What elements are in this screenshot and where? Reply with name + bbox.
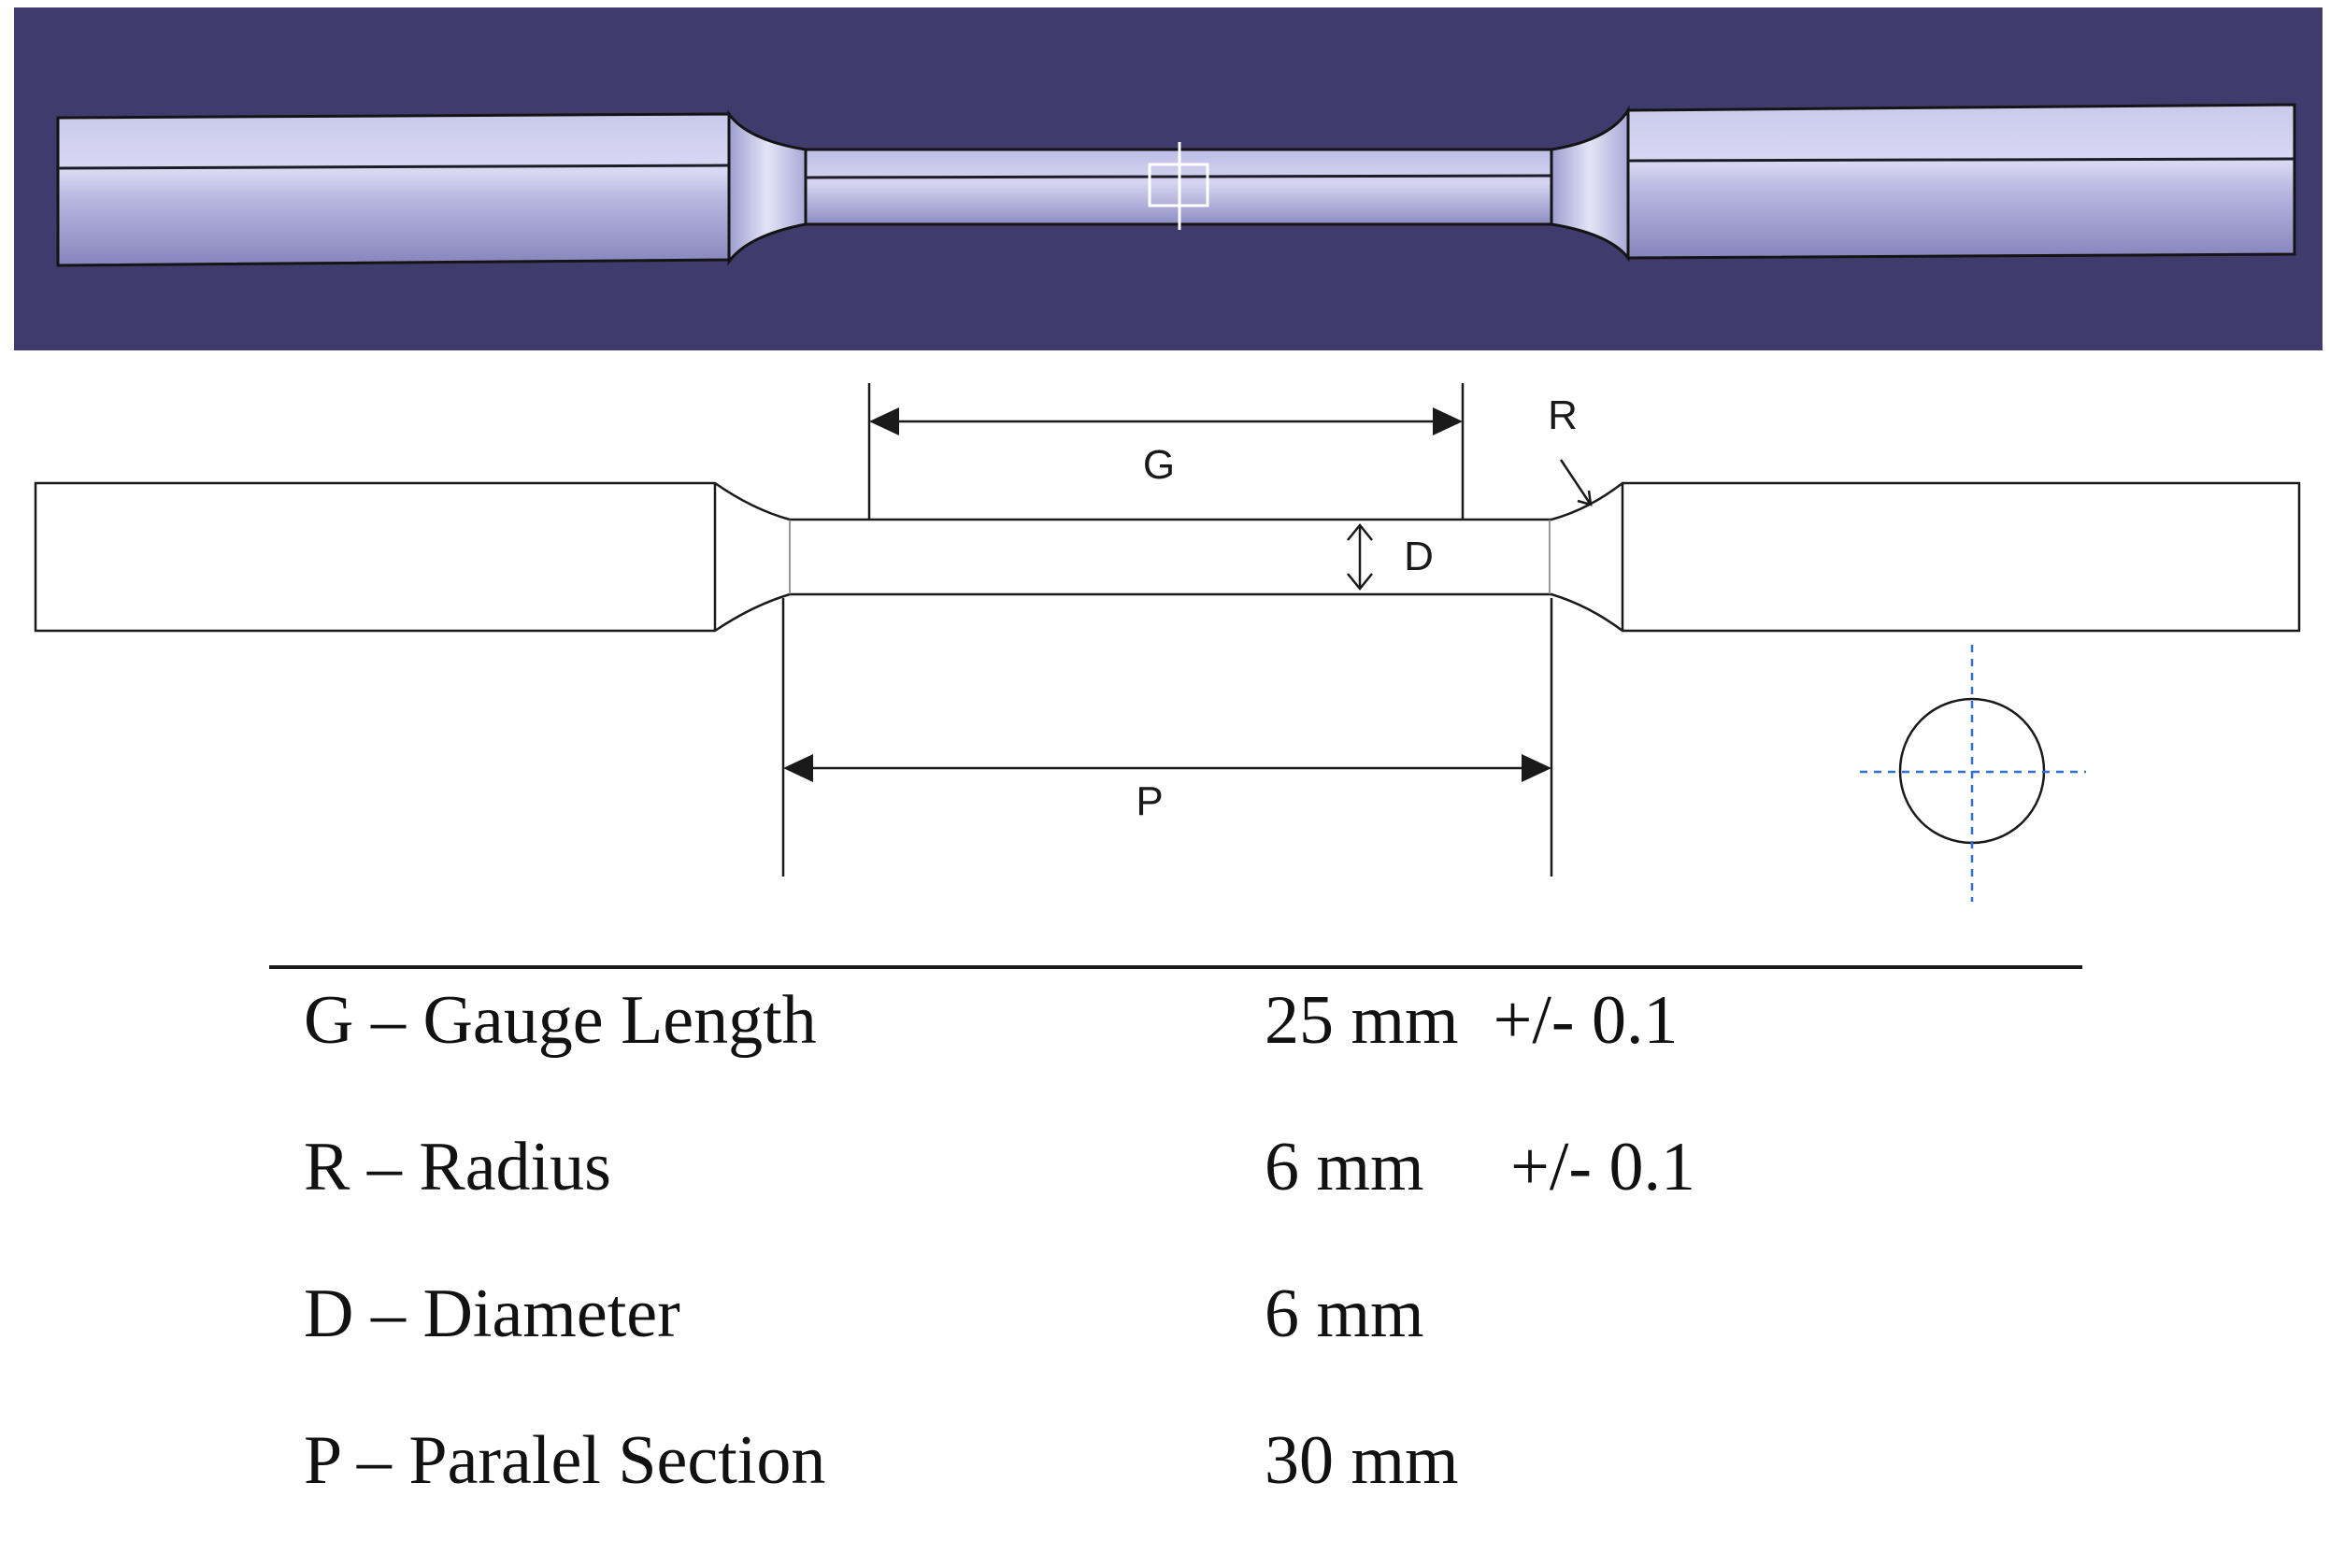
diameter-dimension [1347, 523, 1373, 591]
spec-row-gauge-length: G – Gauge Length 25 mm +/- 0.1 [304, 981, 1893, 1128]
diameter-label: D [1404, 534, 1434, 579]
spec-label: P – Paralel Section [304, 1422, 826, 1499]
spec-label: R – Radius [304, 1129, 611, 1205]
radius-label: R [1548, 392, 1578, 438]
spec-row-parallel-section: P – Paralel Section 30 mm [304, 1421, 1893, 1568]
spec-value: 6 mm +/- 0.1 [1265, 1129, 1696, 1205]
cad-right-grip-edge [1627, 157, 2295, 163]
cad-left-grip-edge [57, 164, 730, 170]
specimen-outline [34, 481, 2301, 633]
parallel-label: P [1136, 778, 1163, 824]
specification-table: G – Gauge Length 25 mm +/- 0.1 R – Radiu… [304, 981, 1893, 1568]
technical-drawing [34, 383, 2301, 902]
radius-leader [1559, 459, 1593, 506]
gauge-length-dimension [867, 383, 1465, 520]
spec-label: G – Gauge Length [304, 982, 817, 1059]
spec-row-radius: R – Radius 6 mm +/- 0.1 [304, 1128, 1893, 1275]
cad-right-grip [1626, 103, 2296, 260]
spec-row-diameter: D – Diameter 6 mm [304, 1275, 1893, 1421]
cad-left-grip [56, 112, 731, 267]
parallel-section-dimension [781, 598, 1553, 877]
gauge-label: G [1143, 442, 1175, 488]
spec-label: D – Diameter [304, 1276, 680, 1352]
cross-section-view [1860, 645, 2086, 902]
spec-value: 25 mm +/- 0.1 [1265, 982, 1679, 1059]
tensile-specimen-figure: G R D P [14, 7, 2323, 969]
spec-value: 30 mm [1265, 1422, 1459, 1499]
spec-value: 6 mm [1265, 1276, 1424, 1352]
cad-axis-marker-icon [1148, 142, 1209, 230]
cad-render-panel [14, 7, 2323, 350]
